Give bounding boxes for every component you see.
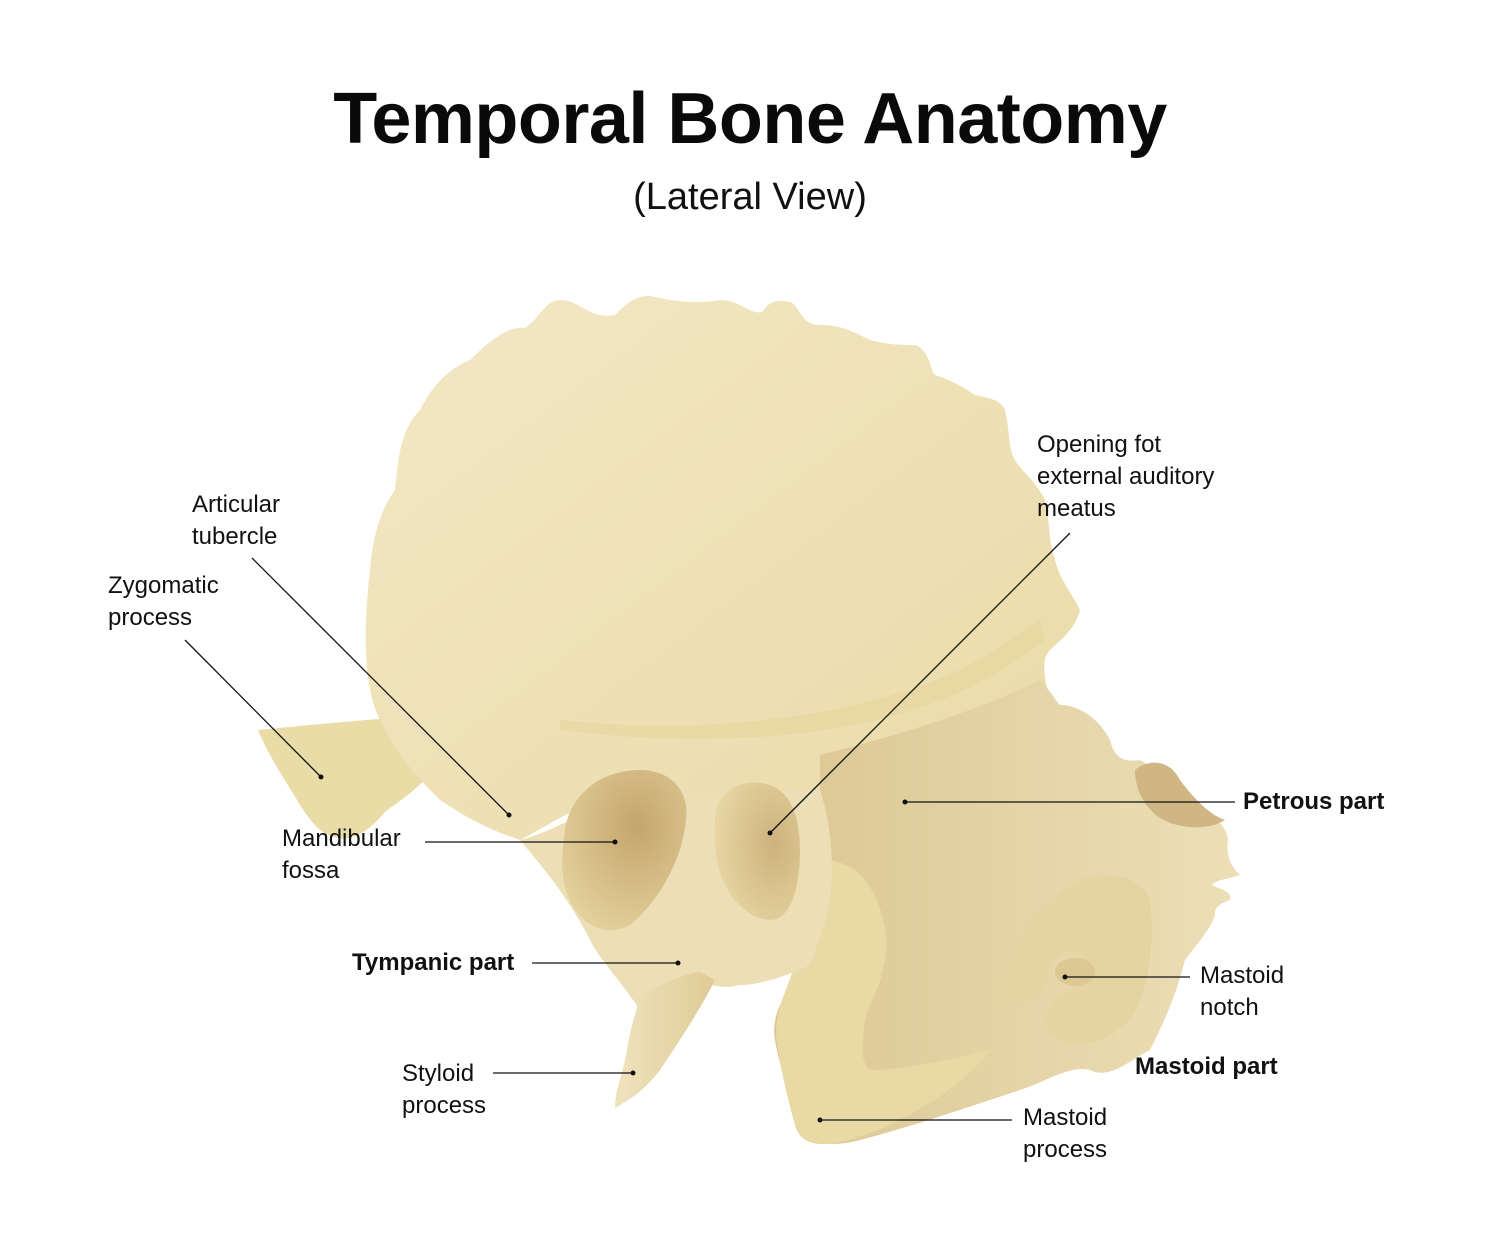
petrous-part-shape: [774, 680, 1240, 1144]
label-tympanic-part: Tympanic part: [352, 949, 515, 976]
leader-dots: [318, 774, 1068, 1123]
mastoid-process-shape: [776, 858, 990, 1145]
petrous-ridge-shading: [1135, 762, 1225, 828]
label-zygomatic-process: Zygomatic process: [108, 572, 219, 631]
page-title: Temporal Bone Anatomy: [333, 79, 1167, 159]
label-petrous-part: Petrous part: [1243, 788, 1385, 815]
label-mastoid-notch: Mastoid notch: [1200, 962, 1285, 1021]
label-mastoid-part: Mastoid part: [1135, 1053, 1278, 1080]
label-mastoid-process: Mastoid process: [1023, 1104, 1108, 1163]
squama-crease: [560, 620, 1045, 739]
mastoid-notch-hole: [1055, 958, 1095, 986]
mastoid-notch-shape: [1000, 875, 1152, 1044]
mandibular-fossa-shape: [562, 770, 687, 931]
label-styloid-process: Styloid process: [402, 1060, 487, 1119]
leader-lines: [184, 532, 1235, 1121]
label-mandibular-fossa: Mandibular fossa: [282, 825, 401, 884]
leader-articular-tubercle: [251, 557, 510, 816]
leader-zygomatic-process: [184, 639, 322, 778]
label-external-auditory-meatus: Opening fot external auditory meatus: [1037, 431, 1215, 522]
styloid-process-shape: [615, 972, 715, 1108]
label-articular-tubercle: Articular tubercle: [192, 491, 281, 550]
page-subtitle: (Lateral View): [633, 176, 867, 218]
zygomatic-process-shape: [258, 716, 440, 839]
external-auditory-meatus-shape: [714, 782, 800, 920]
leader-external-auditory-meatus: [769, 532, 1071, 834]
